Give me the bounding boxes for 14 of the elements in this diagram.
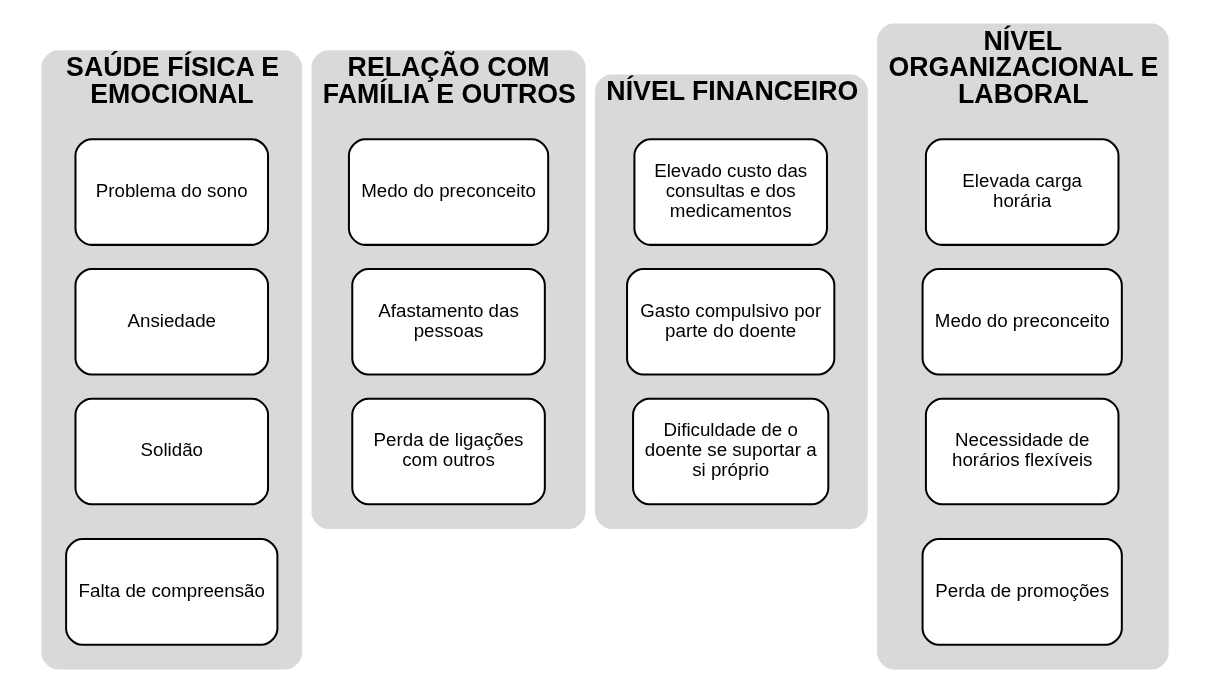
node-box: Elevada carga horária xyxy=(924,138,1119,246)
node-box: Necessidade de horários flexíveis xyxy=(924,397,1119,506)
node-box: Afastamento das pessoas xyxy=(350,267,546,376)
node-box: Problema do sono xyxy=(73,138,269,246)
node-box: Dificuldade de o doente se suportar a si próprio xyxy=(631,397,829,506)
node-box: Gasto compulsivo por parte do doente xyxy=(625,267,835,376)
node-box: Falta de compreensão xyxy=(64,538,278,646)
node-box: Perda de promoções xyxy=(921,538,1123,646)
node-box: Perda de ligações com outros xyxy=(350,397,546,506)
node-box: Medo do preconceito xyxy=(347,138,549,246)
node-box: Medo do preconceito xyxy=(921,267,1123,376)
node-box: Solidão xyxy=(73,397,269,506)
node-box: Ansiedade xyxy=(73,267,269,376)
node-box: Elevado custo das consultas e dos medicamentos xyxy=(632,138,828,246)
